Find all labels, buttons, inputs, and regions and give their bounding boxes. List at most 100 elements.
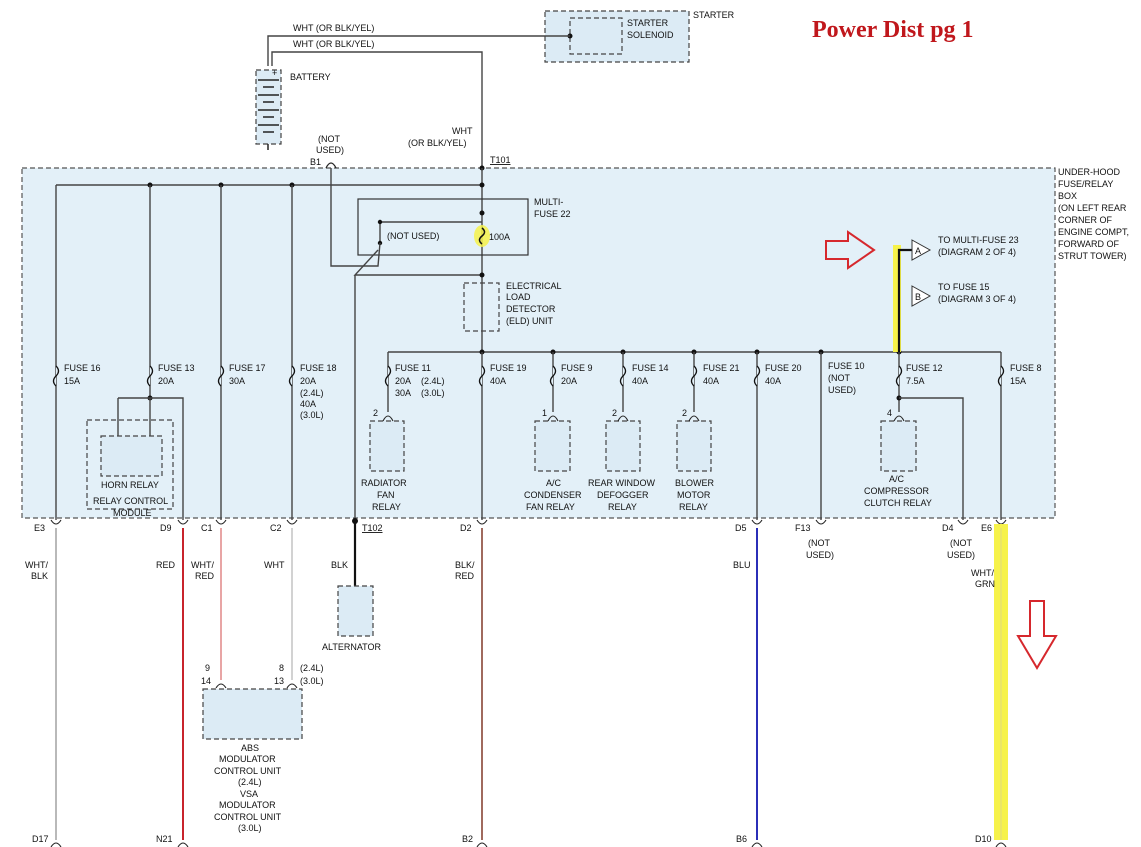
- abs-label: CONTROL UNIT: [214, 766, 282, 776]
- wire-color-label: RED: [195, 571, 215, 581]
- connector-t102: T102: [362, 523, 383, 533]
- relay-pin: 4: [887, 408, 892, 418]
- fuse-21-icon: [690, 365, 698, 387]
- battery-plus: +: [272, 68, 277, 78]
- fuse-rating: 20A: [395, 376, 411, 386]
- connector-d2: D2: [460, 523, 472, 533]
- endpoint-b2-symbol: [476, 842, 488, 847]
- to-fuse-15: TO FUSE 15: [938, 282, 989, 292]
- connector-c1: C1: [201, 523, 213, 533]
- relay-label: A/C: [546, 478, 562, 488]
- horn-relay-wire: [118, 397, 184, 520]
- fuse-rating: 40A: [632, 376, 648, 386]
- bottom-endpoint-symbols: [50, 842, 1007, 847]
- abs-pin: 8: [279, 663, 284, 673]
- endpoint-b2: B2: [462, 834, 473, 844]
- abs-pin: 13: [274, 676, 284, 686]
- abs-label: (2.4L): [238, 777, 262, 787]
- fuse-label: FUSE 13: [158, 363, 195, 373]
- not-used-label: USED): [806, 550, 834, 560]
- connector-c2-symbol: [286, 519, 298, 525]
- fuse-rating: 20A: [561, 376, 577, 386]
- relay-terminal: [893, 415, 905, 422]
- fuse-20-icon: [753, 365, 761, 387]
- abs-terminal: [286, 683, 298, 689]
- fuse-label: FUSE 14: [632, 363, 669, 373]
- connector-e3-symbol: [50, 519, 62, 525]
- relay-control-module-box: [86, 419, 174, 510]
- box-label-line: CORNER OF: [1058, 215, 1113, 225]
- blower-motor-relay: [676, 420, 712, 472]
- not-used-label: (NOT: [808, 538, 830, 548]
- fuse-rating: 30A: [395, 388, 411, 398]
- relay-label: A/C: [889, 474, 905, 484]
- wire-label: WHT (OR BLK/YEL): [293, 23, 374, 33]
- d4-wire: [899, 397, 964, 520]
- eld-label: ELECTRICAL: [506, 281, 562, 291]
- fuse-18-icon: [288, 365, 296, 387]
- abs-label: MODULATOR: [219, 800, 276, 810]
- wire-color-label: RED: [455, 571, 475, 581]
- starter-solenoid: [569, 17, 623, 55]
- fuse-rating: 7.5A: [906, 376, 925, 386]
- horn-relay-box: [100, 435, 163, 477]
- solenoid-label-line: STARTER: [627, 18, 669, 28]
- connector-d5-symbol: [751, 519, 763, 525]
- relay-label: FAN: [377, 490, 395, 500]
- rcm-label: MODULE: [113, 508, 152, 518]
- relay-label: CONDENSER: [524, 490, 582, 500]
- endpoint-d10-symbol: [995, 842, 1007, 847]
- fuse-13-icon: [146, 365, 154, 387]
- fuse-rating: 20A: [300, 376, 316, 386]
- rear-window-defogger-relay: [605, 420, 641, 472]
- connector-e6-symbol: [995, 519, 1007, 525]
- relay-label: MOTOR: [677, 490, 711, 500]
- abs-engine-label: (2.4L): [300, 663, 324, 673]
- relay-terminal: [382, 415, 394, 422]
- fuse-label: FUSE 17: [229, 363, 266, 373]
- relay-pin: 1: [542, 408, 547, 418]
- not-used-label: (NOT: [950, 538, 972, 548]
- starter-label: STARTER: [693, 10, 735, 20]
- abs-label: (3.0L): [238, 823, 262, 833]
- junction-dot: [479, 210, 485, 216]
- abs-pin: 14: [201, 676, 211, 686]
- not-used-label: (NOT: [318, 134, 340, 144]
- eld-label: LOAD: [506, 292, 531, 302]
- highlight-bar: [893, 245, 901, 352]
- fuse-12-icon: [895, 365, 903, 387]
- wire-color-label: WHT: [264, 560, 285, 570]
- connector-e3: E3: [34, 523, 45, 533]
- fuse-rating: 30A: [229, 376, 245, 386]
- abs-engine-label: (3.0L): [300, 676, 324, 686]
- multi-fuse-label: MULTI-: [534, 197, 563, 207]
- connector-a-label: A: [915, 246, 921, 256]
- fuse-100a-symbol: [478, 227, 486, 245]
- eld-unit-box: [463, 282, 500, 332]
- fuse-label: FUSE 10: [828, 361, 865, 371]
- relay-label: COMPRESSOR: [864, 486, 930, 496]
- relay-pin: 2: [373, 408, 378, 418]
- endpoint-b6: B6: [736, 834, 747, 844]
- to-multi-fuse-23: TO MULTI-FUSE 23: [938, 235, 1019, 245]
- fuse-rating: 40A: [703, 376, 719, 386]
- connector-b: [911, 285, 932, 307]
- junction-dot: [479, 182, 485, 188]
- wire-color-label: WHT/: [971, 568, 994, 578]
- wire-label: WHT: [452, 126, 473, 136]
- horn-relay-label: HORN RELAY: [101, 480, 159, 490]
- connector-t101: T101: [490, 155, 511, 165]
- arrow-down-icon: [1016, 600, 1058, 670]
- ac-condenser-fan-relay: [534, 420, 571, 472]
- fuse-11-icon: [384, 365, 392, 387]
- connector-d9: D9: [160, 523, 172, 533]
- endpoint-d10: D10: [975, 834, 992, 844]
- battery-to-solenoid-wire: [267, 35, 570, 66]
- abs-label: VSA: [240, 789, 258, 799]
- fuse-rating: (3.0L): [300, 410, 324, 420]
- connector-d9-symbol: [177, 519, 189, 525]
- abs-pin: 9: [205, 663, 210, 673]
- junction-dot: [479, 272, 485, 278]
- eld-label: DETECTOR: [506, 304, 556, 314]
- wire-color-label: WHT/: [25, 560, 48, 570]
